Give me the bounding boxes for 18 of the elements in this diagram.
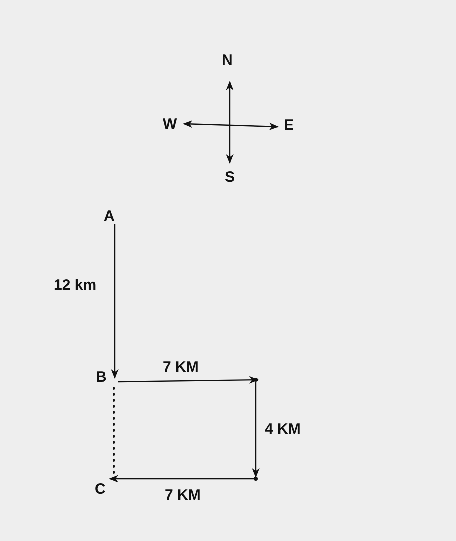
- distance-label: 4 KM: [265, 421, 301, 438]
- compass-direction-label: N: [222, 52, 233, 69]
- compass-direction-label: E: [284, 117, 294, 134]
- arrow: [109, 475, 254, 483]
- corner-point: [254, 477, 258, 481]
- distance-label: 7 KM: [165, 487, 201, 504]
- point-label: A: [104, 208, 116, 225]
- arrow: [118, 376, 259, 384]
- dotted-line: [113, 387, 115, 477]
- arrow: [111, 224, 119, 379]
- arrow: [252, 382, 260, 478]
- distance-label: 7 KM: [163, 359, 199, 376]
- point-label: C: [95, 481, 107, 498]
- corner-point: [254, 378, 258, 382]
- distance-label: 12 km: [54, 277, 97, 294]
- compass-direction-label: S: [225, 169, 236, 186]
- compass-direction-label: W: [163, 116, 178, 133]
- point-label: B: [96, 369, 109, 386]
